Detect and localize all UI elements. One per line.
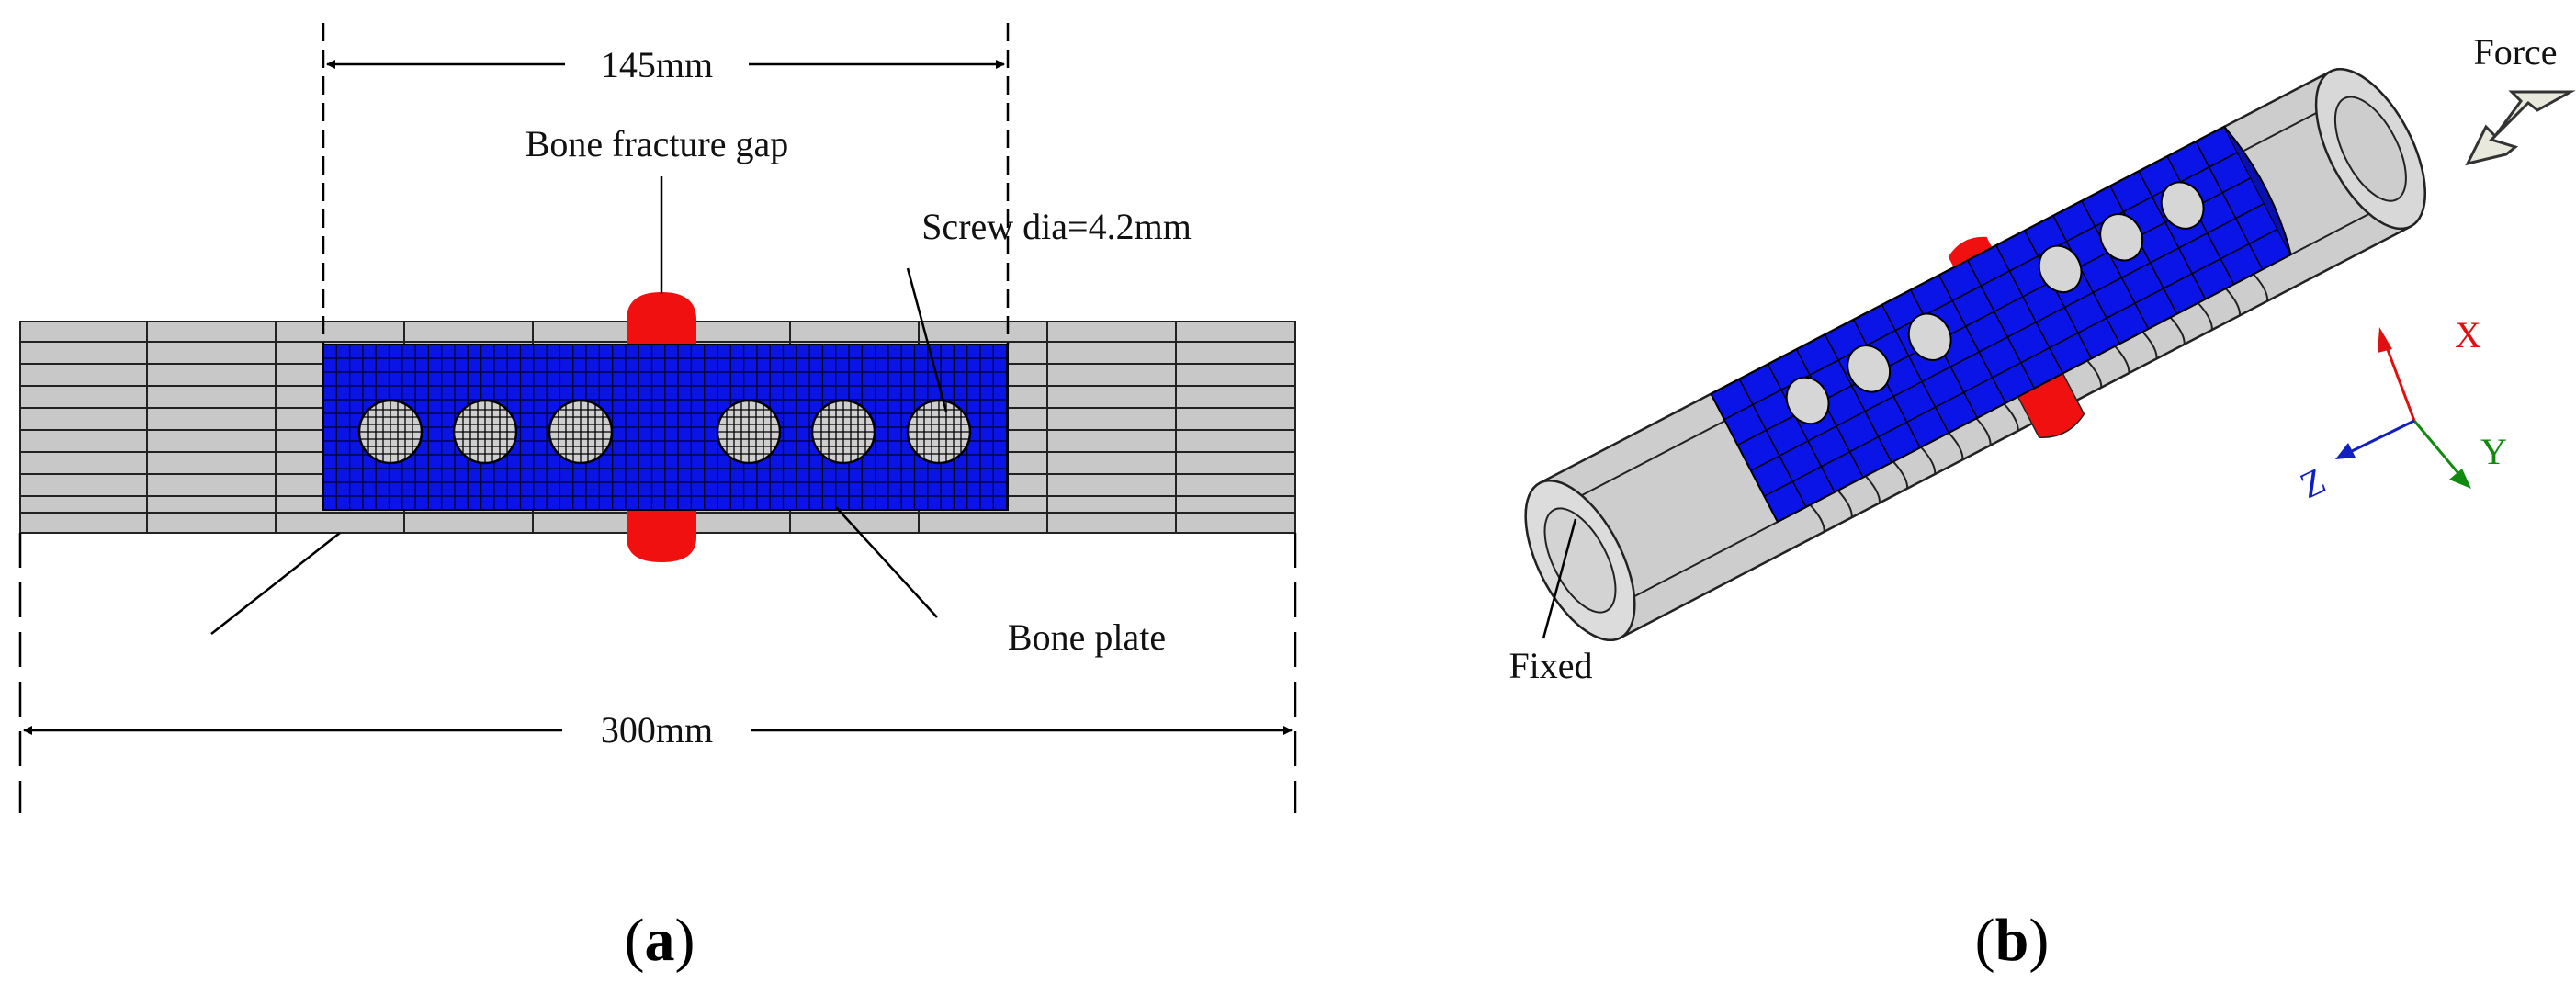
screw-hole [810,399,876,465]
screw-hole-3d [2160,181,2205,230]
axis-x-arrow [2382,339,2416,422]
screw-hole-3d [1907,312,1952,361]
force-label: Force [2473,31,2557,73]
axis-y-label: Y [2480,431,2507,472]
bone-plate [322,344,1009,511]
bone-leader [210,532,341,635]
axis-x-label: X [2455,314,2481,356]
fracture-callus-top [627,292,696,345]
screw-leader [906,267,948,412]
screw-hole [452,399,518,465]
screw-label: Screw dia=4.2mm [921,206,1192,247]
plate-leader [835,506,938,618]
force-arrow [2465,90,2576,166]
fixed-leader [1542,518,1577,639]
fixed-label: Fixed [1508,645,1592,686]
fracture-callus-bottom [627,510,696,562]
panel-a: 145mm Bone fracture gap Screw dia=4.2mm … [18,23,1297,974]
panel-b [1524,68,2426,642]
screw-hole [906,399,972,465]
screw-hole-3d [2099,213,2144,262]
panel-b-caption: (b) [1975,907,2050,974]
screw-hole [548,399,614,465]
panel-a-caption: (a) [625,907,695,974]
axis-triad: X Y Z [2294,314,2507,506]
screw-hole [357,399,424,465]
axis-y-arrow [2412,420,2464,479]
plate-width-label: 145mm [601,44,713,85]
screw-hole-3d [1785,376,1830,425]
bone-length-label: 300mm [601,709,713,751]
axis-z-arrow [2349,419,2415,454]
axis-z-label: Z [2294,459,2332,506]
screw-holes-3d [1785,181,2205,425]
plate-label: Bone plate [1008,616,1166,658]
fracture-callus-back [1948,236,1993,268]
bone-plate-3d [1710,125,2293,524]
fracture-gap-label: Bone fracture gap [525,123,789,164]
screw-holes [357,399,972,465]
screw-hole-3d [2038,244,2083,294]
screw-hole-3d [1847,345,1892,393]
screw-hole [716,399,782,465]
